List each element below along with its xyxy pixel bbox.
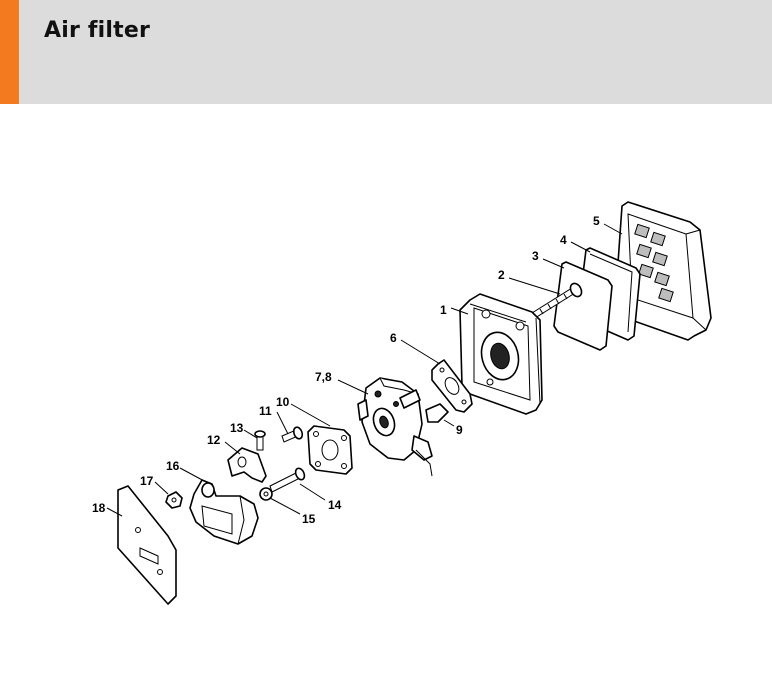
exploded-parts-diagram: 5 4 3 2 1 6 7,8 9 10 11 13 12 14 15 16 1…: [0, 104, 772, 677]
part-14-screw[interactable]: [269, 467, 306, 493]
callout-6: 6: [390, 331, 397, 345]
callout-9: 9: [456, 423, 463, 437]
part-13-screw[interactable]: [254, 430, 266, 451]
callout-5: 5: [593, 214, 600, 228]
callout-3: 3: [532, 249, 539, 263]
callout-1: 1: [440, 303, 447, 317]
part-10-gasket[interactable]: [307, 425, 353, 475]
callout-7-8: 7,8: [315, 370, 332, 384]
part-12-bracket[interactable]: [227, 447, 267, 483]
callout-11: 11: [259, 404, 272, 418]
leader-lines: [106, 223, 623, 517]
part-1-filter-base[interactable]: [459, 293, 543, 415]
callout-15: 15: [302, 512, 316, 526]
callout-2: 2: [498, 268, 505, 282]
part-15-washer[interactable]: [259, 487, 273, 501]
callout-10: 10: [276, 395, 290, 409]
callout-16: 16: [166, 459, 180, 473]
header-accent-bar: [0, 0, 19, 104]
callout-4: 4: [560, 233, 567, 247]
callout-14: 14: [328, 498, 342, 512]
part-16-manifold[interactable]: [189, 479, 259, 545]
callout-12: 12: [207, 433, 221, 447]
callout-17: 17: [140, 474, 154, 488]
page-header: Air filter: [0, 0, 772, 104]
part-9-lever[interactable]: [425, 403, 449, 423]
part-3-filter-pad[interactable]: [553, 261, 613, 351]
callout-labels: 5 4 3 2 1 6 7,8 9 10 11 13 12 14 15 16 1…: [92, 214, 600, 526]
part-18-heat-shield[interactable]: [117, 485, 177, 605]
page-title: Air filter: [44, 18, 151, 43]
callout-13: 13: [230, 421, 244, 435]
part-17-nut[interactable]: [165, 491, 183, 509]
callout-18: 18: [92, 501, 106, 515]
part-11-screw[interactable]: [281, 426, 304, 443]
part-6-gasket[interactable]: [431, 359, 473, 413]
part-7-8-carburetor[interactable]: [357, 377, 433, 477]
